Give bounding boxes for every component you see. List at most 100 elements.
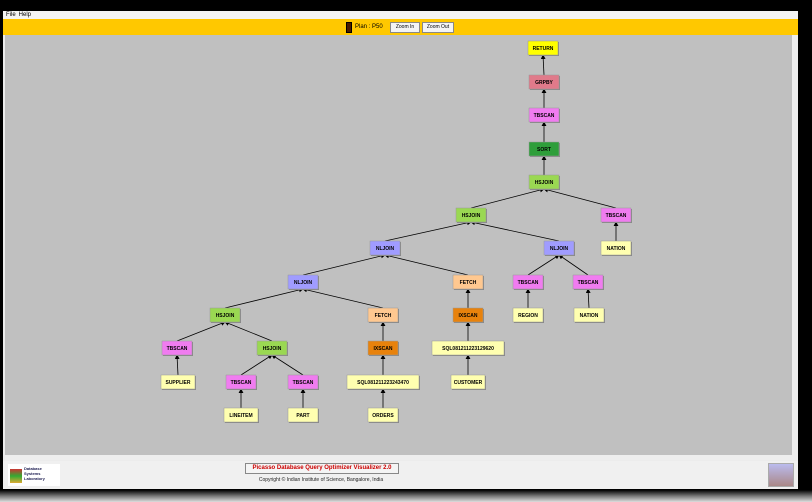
plan-label: Plan : P50 (355, 24, 383, 30)
node-label: NATION (580, 313, 599, 319)
node-label: NLJOIN (294, 280, 313, 286)
node-label: NLJOIN (550, 246, 569, 252)
plan-node-fetch[interactable]: FETCH (452, 274, 484, 290)
plan-node-nljoin[interactable]: NLJOIN (543, 240, 575, 256)
plan-node-grpby[interactable]: GRPBY (528, 74, 560, 90)
plan-node-sql081211223243470[interactable]: SQL081211223243470 (346, 374, 420, 390)
horizontal-scrollbar[interactable] (5, 455, 798, 460)
node-label: RETURN (533, 46, 554, 52)
node-box (543, 240, 575, 256)
node-label: HSJOIN (263, 346, 282, 352)
node-label: TBSCAN (167, 346, 188, 352)
plan-node-tbscan[interactable]: TBSCAN (287, 374, 319, 390)
node-box (287, 374, 319, 390)
plan-node-sort[interactable]: SORT (528, 141, 560, 157)
plan-edge (543, 187, 617, 209)
node-label: TBSCAN (293, 380, 314, 386)
node-label: SQL081211223243470 (357, 380, 409, 386)
plan-edge (224, 321, 273, 342)
node-label: IXSCAN (459, 313, 478, 319)
vertical-scrollbar[interactable] (792, 35, 798, 455)
node-label: NLJOIN (376, 246, 395, 252)
plan-node-orders[interactable]: ORDERS (367, 407, 399, 423)
node-label: NATION (607, 246, 626, 252)
plan-node-lineitem[interactable]: LINEITEM (223, 407, 259, 423)
node-label: CUSTOMER (454, 380, 483, 386)
menu-help[interactable]: Help (18, 12, 32, 18)
plan-node-sql081211223129620[interactable]: SQL081211223129620 (431, 340, 505, 356)
node-label: HSJOIN (462, 213, 481, 219)
node-box (527, 40, 559, 56)
node-label: SORT (537, 147, 551, 153)
plan-node-nljoin[interactable]: NLJOIN (287, 274, 319, 290)
node-box (600, 207, 632, 223)
node-box (452, 307, 484, 323)
plan-node-part[interactable]: PART (287, 407, 319, 423)
node-label: FETCH (375, 313, 392, 319)
plan-node-tbscan[interactable]: TBSCAN (161, 340, 193, 356)
node-box (287, 407, 319, 423)
plan-node-nation[interactable]: NATION (573, 307, 605, 323)
menu-file[interactable]: File (6, 12, 16, 18)
zoom-out-button[interactable]: Zoom Out (422, 22, 454, 33)
plan-node-nation[interactable]: NATION (600, 240, 632, 256)
app-title-button[interactable]: Picasso Database Query Optimizer Visuali… (245, 463, 399, 474)
node-label: FETCH (460, 280, 477, 286)
plan-node-tbscan[interactable]: TBSCAN (528, 107, 560, 123)
node-label: TBSCAN (578, 280, 599, 286)
plan-edge (384, 253, 469, 276)
node-label: TBSCAN (518, 280, 539, 286)
node-box (528, 107, 560, 123)
plan-node-ixscan[interactable]: IXSCAN (367, 340, 399, 356)
copyright-text: Copyright © Indian Institute of Science,… (258, 477, 384, 483)
node-box (225, 374, 257, 390)
node-box (528, 74, 560, 90)
node-box (369, 240, 401, 256)
plan-node-fetch[interactable]: FETCH (367, 307, 399, 323)
plan-node-nljoin[interactable]: NLJOIN (369, 240, 401, 256)
node-box (512, 274, 544, 290)
plan-edge (384, 220, 472, 242)
node-box (160, 374, 196, 390)
plan-node-tbscan[interactable]: TBSCAN (512, 274, 544, 290)
plan-node-hsjoin[interactable]: HSJOIN (455, 207, 487, 223)
plan-node-hsjoin[interactable]: HSJOIN (209, 307, 241, 323)
node-label: TBSCAN (606, 213, 627, 219)
plan-edge (470, 187, 545, 209)
plan-node-hsjoin[interactable]: HSJOIN (256, 340, 288, 356)
plan-edge (271, 354, 304, 376)
node-box (528, 174, 560, 190)
node-label: TBSCAN (231, 380, 252, 386)
node-label: IXSCAN (374, 346, 393, 352)
plan-node-tbscan[interactable]: TBSCAN (225, 374, 257, 390)
plan-edge (302, 287, 384, 309)
node-label: HSJOIN (216, 313, 235, 319)
node-box (512, 307, 544, 323)
plan-node-customer[interactable]: CUSTOMER (450, 374, 486, 390)
plan-edge (240, 354, 273, 376)
plan-node-ixscan[interactable]: IXSCAN (452, 307, 484, 323)
node-box (573, 307, 605, 323)
plan-node-tbscan[interactable]: TBSCAN (600, 207, 632, 223)
node-label: TBSCAN (534, 113, 555, 119)
node-label: GRPBY (535, 80, 553, 86)
plan-node-supplier[interactable]: SUPPLIER (160, 374, 196, 390)
plan-node-tbscan[interactable]: TBSCAN (572, 274, 604, 290)
node-label: SQL081211223129620 (442, 346, 494, 352)
plan-edge (224, 287, 304, 309)
node-label: HSJOIN (535, 180, 554, 186)
node-box (209, 307, 241, 323)
node-box (223, 407, 259, 423)
node-label: ORDERS (372, 413, 394, 419)
plan-node-region[interactable]: REGION (512, 307, 544, 323)
plan-node-hsjoin[interactable]: HSJOIN (528, 174, 560, 190)
iisc-logo (768, 463, 794, 487)
plan-edge (540, 54, 546, 76)
node-box (431, 340, 505, 356)
zoom-in-button[interactable]: Zoom In (390, 22, 420, 33)
plan-node-return[interactable]: RETURN (527, 40, 559, 56)
plan-indicator: Plan : P50 (346, 22, 383, 33)
node-label: REGION (518, 313, 538, 319)
